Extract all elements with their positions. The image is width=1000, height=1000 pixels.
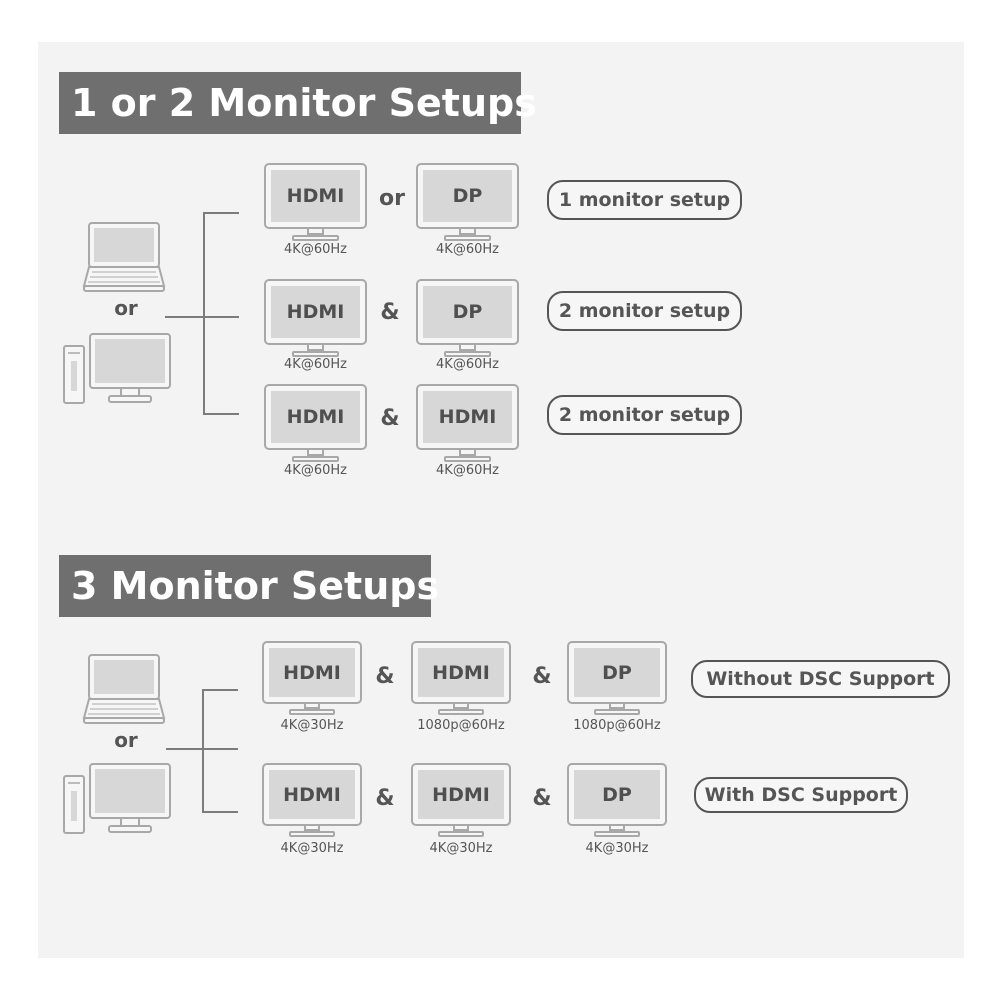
bracket-trunk <box>203 212 205 414</box>
monitor-spec: 4K@60Hz <box>436 463 499 478</box>
monitor-hdmi: HDMI 4K@30Hz <box>262 641 362 741</box>
bracket-trunk <box>202 689 204 812</box>
connector-and: & <box>380 300 400 325</box>
monitor-hdmi: HDMI 4K@60Hz <box>264 279 367 389</box>
monitor-spec: 1080p@60Hz <box>417 718 505 733</box>
setup-label: With DSC Support <box>694 777 908 813</box>
bracket-branch-source <box>166 748 238 750</box>
desktop-pc-icon <box>63 763 171 834</box>
source-or-label: or <box>114 728 138 752</box>
setup-label: 2 monitor setup <box>547 291 742 331</box>
monitor-dp: DP 4K@60Hz <box>416 163 519 273</box>
monitor-spec: 4K@60Hz <box>284 463 347 478</box>
monitor-spec: 4K@60Hz <box>284 242 347 257</box>
connector-and: & <box>532 786 552 811</box>
setup-label: 2 monitor setup <box>547 395 742 435</box>
monitor-hdmi: HDMI 4K@30Hz <box>262 763 362 863</box>
desktop-pc-icon <box>63 333 171 404</box>
connector-and: & <box>532 664 552 689</box>
monitor-spec: 4K@60Hz <box>436 357 499 372</box>
bracket-branch-row-2 <box>202 811 238 813</box>
monitor-spec: 4K@60Hz <box>284 357 347 372</box>
monitor-spec: 4K@30Hz <box>280 718 344 733</box>
setup-label: 1 monitor setup <box>547 180 742 220</box>
source-or-label: or <box>114 296 138 320</box>
bracket-branch-row-2 <box>165 316 239 318</box>
connector-and: & <box>375 664 395 689</box>
laptop-icon <box>82 654 166 724</box>
section-1-title: 1 or 2 Monitor Setups <box>59 72 537 134</box>
monitor-hdmi: HDMI 4K@60Hz <box>264 384 367 494</box>
monitor-dp: DP 4K@30Hz <box>567 763 667 863</box>
monitor-spec: 4K@30Hz <box>585 841 649 856</box>
monitor-hdmi: HDMI 4K@60Hz <box>416 384 519 494</box>
connector-or: or <box>379 186 405 211</box>
laptop-icon <box>82 222 166 292</box>
bracket-branch-row-1 <box>202 689 238 691</box>
monitor-spec: 4K@30Hz <box>280 841 344 856</box>
bracket-branch-row-3 <box>203 413 239 415</box>
monitor-dp: DP 4K@60Hz <box>416 279 519 389</box>
monitor-spec: 4K@60Hz <box>436 242 499 257</box>
section-2-title: 3 Monitor Setups <box>59 555 439 617</box>
monitor-hdmi: HDMI 4K@30Hz <box>411 763 511 863</box>
monitor-spec: 1080p@60Hz <box>573 718 661 733</box>
monitor-spec: 4K@30Hz <box>429 841 493 856</box>
bracket-branch-row-1 <box>203 212 239 214</box>
monitor-hdmi: HDMI 4K@60Hz <box>264 163 367 273</box>
connector-and: & <box>375 786 395 811</box>
monitor-dp: DP 1080p@60Hz <box>567 641 667 741</box>
monitor-hdmi: HDMI 1080p@60Hz <box>411 641 511 741</box>
setup-label: Without DSC Support <box>691 660 950 698</box>
connector-and: & <box>380 406 400 431</box>
